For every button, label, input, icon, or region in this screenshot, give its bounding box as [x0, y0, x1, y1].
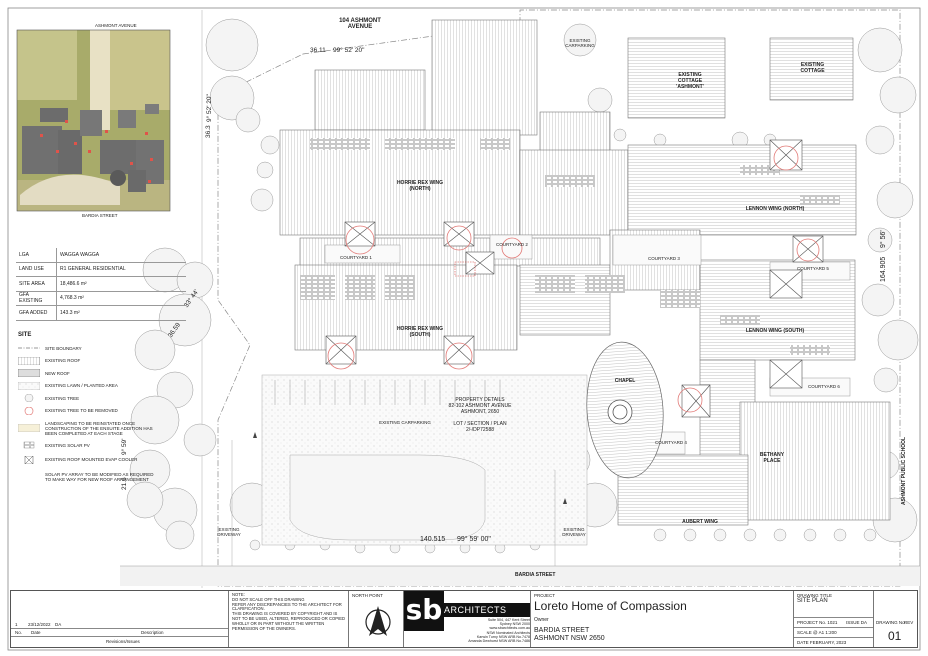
new-roofs — [325, 139, 824, 418]
architect-panel: sb ARCHITECTS Suite 504, 447 Kent Street… — [404, 591, 531, 647]
project-panel: PROJECT Loreto Home of Compassion Owner … — [531, 591, 794, 647]
title-block: 1 23/12/2022 DA No. Date Description Rev… — [10, 590, 918, 648]
label-chapel: CHAPEL — [614, 378, 636, 384]
keyplan-top-street: ASHMONT AVENUE — [95, 23, 137, 28]
label-bardia-street: BARDIA STREET — [515, 572, 556, 578]
legend-item: EXISTING TREE TO BE REMOVED — [18, 405, 188, 418]
info-value: 4,768.3 m² — [56, 291, 186, 306]
label-carparking: EXISTING CARPARKING — [379, 420, 431, 425]
legend: SITE SITE BOUNDARY EXISTING ROOF NEW ROO… — [18, 332, 188, 486]
firm-details: Suite 504, 447 Kent Street Sydney NSW 20… — [468, 618, 530, 644]
solar-pv — [300, 138, 840, 355]
new-roof-symbol — [18, 369, 40, 378]
info-value: 143.3 m² — [56, 305, 186, 321]
info-value: WAGGA WAGGA — [56, 248, 186, 263]
removed-trees — [327, 145, 820, 413]
label-horrie-south: HORRIE REX WING (SOUTH) — [396, 326, 444, 338]
label-horrie-north: HORRIE REX WING (NORTH) — [396, 180, 444, 192]
north-arrow-icon — [365, 606, 391, 636]
legend-item: LANDSCAPING TO BE REINSTATED ONCE CONSTR… — [18, 417, 188, 439]
firm-logo-word: ARCHITECTS — [444, 603, 530, 617]
info-label: GFA ADDED — [16, 305, 57, 321]
label-lennon-north: LENNON WING (NORTH) — [745, 206, 805, 212]
firm-logo: sb — [404, 591, 444, 631]
label-aubert: AUBERT WING — [682, 519, 718, 525]
label-carparking-top: EXISTING CARPARKING — [565, 38, 595, 48]
project-name: Loreto Home of Compassion — [534, 599, 687, 613]
bearing-left-upper: 9° 52' 20" — [206, 94, 213, 122]
info-value: R1 GENERAL RESIDENTIAL — [56, 262, 186, 277]
label-courtyard-1: COURTYARD 1 — [340, 255, 372, 260]
property-details: PROPERTY DETAILS 82-102 ASHMONT AVENUE A… — [448, 397, 512, 433]
drawing-info-panel: DRAWING TITLE SITE PLAN PROJECT No. 1021… — [794, 591, 874, 647]
revisions-panel: 1 23/12/2022 DA No. Date Description Rev… — [11, 591, 229, 647]
label-courtyard-6: COURTYARD 6 — [808, 384, 840, 389]
label-courtyard-4: COURTYARD 4 — [655, 440, 687, 445]
dimension-right: 164.905 — [880, 256, 887, 282]
legend-item: EXISTING ROOF — [18, 355, 188, 368]
boundary-symbol — [18, 347, 40, 349]
bardia-street-road — [120, 566, 920, 586]
legend-item: SITE BOUNDARY — [18, 342, 188, 355]
legend-item: EXISTING LAWN / PLANTED AREA — [18, 380, 188, 393]
legend-item: EXISTING SOLAR PV — [18, 439, 188, 452]
chapel — [586, 341, 664, 479]
evap-cooler-red — [454, 261, 476, 277]
keyplan-bottom-street: BARDIA STREET — [82, 213, 118, 218]
north-point-panel: NORTH POINT — [349, 591, 404, 647]
tree-removed-symbol — [24, 406, 34, 415]
driveway-loop — [289, 454, 486, 541]
label-driveway-left: EXISTING DRIVEWAY — [217, 527, 241, 537]
label-school: ASHMONT PUBLIC SCHOOL — [901, 436, 907, 505]
legend-item: NEW ROOF — [18, 367, 188, 380]
info-label: LGA — [16, 248, 57, 263]
tree-symbol — [24, 394, 34, 403]
legend-item: EXISTING TREE — [18, 392, 188, 405]
solar-modify-symbol — [18, 473, 40, 481]
info-label: SITE AREA — [16, 276, 57, 292]
key-plan — [16, 29, 171, 212]
dimension-top: 36.11 99° 52' 20" — [310, 47, 365, 54]
landscaping-symbol — [18, 424, 40, 432]
evap-cooler-symbol — [24, 455, 34, 464]
label-courtyard-5: COURTYARD 5 — [797, 266, 829, 271]
drawing-number-panel: DRAWING No. REV 01 — [876, 620, 914, 643]
drawing-title: SITE PLAN — [797, 598, 828, 604]
legend-title: SITE — [18, 332, 32, 338]
label-courtyard-3: COURTYARD 3 — [648, 256, 680, 261]
info-label: GFA EXISTING — [16, 291, 57, 306]
roof-symbol — [18, 356, 40, 365]
legend-item: SOLAR PV ARRAY TO BE MODIFIED AS REQUIRE… — [18, 468, 188, 486]
label-bethany: BETHANY PLACE — [759, 452, 785, 464]
lawn-symbol — [18, 381, 40, 390]
legend-item: EXISTING ROOF MOUNTED EVAP COOLER — [18, 452, 188, 468]
solar-symbol — [23, 442, 35, 449]
bearing-right: 9° 56' — [880, 230, 887, 248]
info-value: 18,486.6 m² — [56, 276, 186, 292]
sheet-border — [7, 7, 921, 651]
dimension-bottom: 140.515 99° 59' 00" — [420, 536, 491, 543]
drawing-number: 01 — [888, 629, 902, 643]
label-courtyard-2: COURTYARD 2 — [496, 242, 528, 247]
parking-bays — [274, 380, 501, 405]
label-cottage: EXISTING COTTAGE — [800, 62, 825, 74]
label-lennon-south: LENNON WING (SOUTH) — [745, 328, 805, 334]
info-label: LAND USE — [16, 262, 57, 277]
notes-panel: NOTE: DO NOT SCALE OFF THIS DRAWING REFE… — [229, 591, 349, 647]
label-driveway-right: EXISTING DRIVEWAY — [562, 527, 586, 537]
dimension-left-upper: 36.3 — [205, 125, 212, 138]
top-address-label: 104 ASHMONT AVENUE — [339, 18, 381, 30]
label-cottage-ashmont: EXISTING COTTAGE 'ASHMONT' — [676, 72, 704, 90]
